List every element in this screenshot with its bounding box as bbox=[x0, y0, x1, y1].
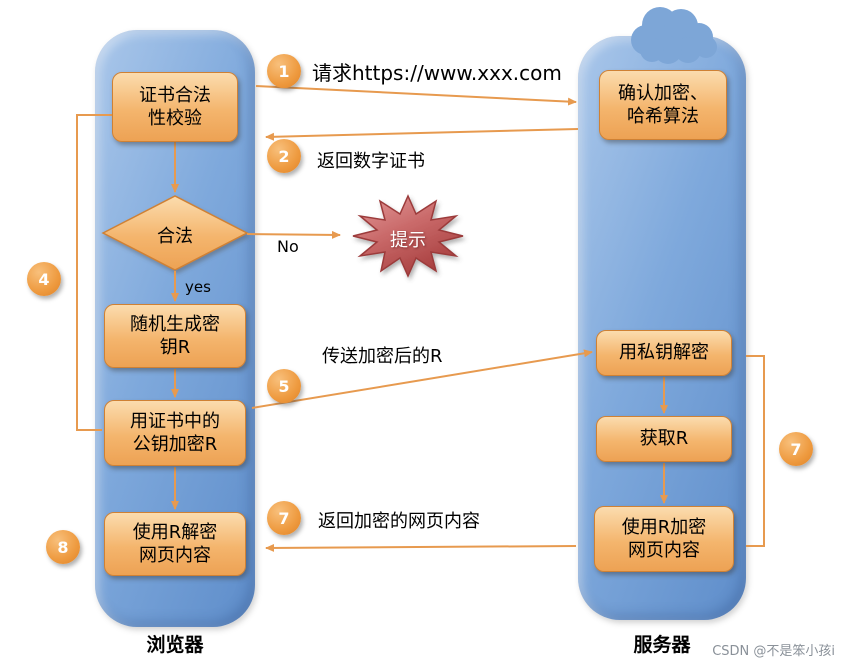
node-valid-label: 合法 bbox=[157, 226, 193, 247]
step-badge-1: 1 bbox=[267, 54, 301, 88]
step-badge-4: 4 bbox=[27, 262, 61, 296]
label-send-encrypted-r: 传送加密后的R bbox=[322, 346, 443, 367]
node-cert-check: 证书合法 性校验 bbox=[112, 72, 238, 142]
label-return-content: 返回加密的网页内容 bbox=[318, 511, 480, 532]
step-badge-7-left: 7 bbox=[267, 501, 301, 535]
label-yes: yes bbox=[185, 278, 211, 296]
label-no: No bbox=[277, 237, 299, 256]
node-confirm-algo: 确认加密、 哈希算法 bbox=[599, 70, 727, 140]
node-private-decrypt: 用私钥解密 bbox=[596, 330, 732, 376]
alert-label: 提示 bbox=[390, 230, 426, 251]
node-gen-key: 随机生成密 钥R bbox=[104, 304, 246, 368]
node-decrypt-content: 使用R解密 网页内容 bbox=[104, 512, 246, 576]
step-badge-8: 8 bbox=[46, 530, 80, 564]
bracket-right bbox=[746, 355, 765, 547]
server-lane-title: 服务器 bbox=[633, 634, 691, 656]
step-badge-7-right: 7 bbox=[779, 432, 813, 466]
step-badge-2: 2 bbox=[267, 139, 301, 173]
node-encrypt-content: 使用R加密 网页内容 bbox=[594, 506, 734, 572]
node-get-r: 获取R bbox=[596, 416, 732, 462]
arrow-return-cert bbox=[265, 128, 579, 141]
node-encrypt-key: 用证书中的 公钥加密R bbox=[104, 400, 246, 466]
arrow-request bbox=[255, 85, 577, 106]
watermark: CSDN @不是笨小孩i bbox=[712, 644, 835, 659]
step-badge-5: 5 bbox=[267, 369, 301, 403]
label-return-cert: 返回数字证书 bbox=[317, 151, 425, 172]
arrow-no bbox=[246, 230, 341, 239]
browser-lane-title: 浏览器 bbox=[146, 634, 204, 656]
arrow-return-content bbox=[265, 543, 577, 552]
label-request-url: 请求https://www.xxx.com bbox=[312, 61, 562, 85]
